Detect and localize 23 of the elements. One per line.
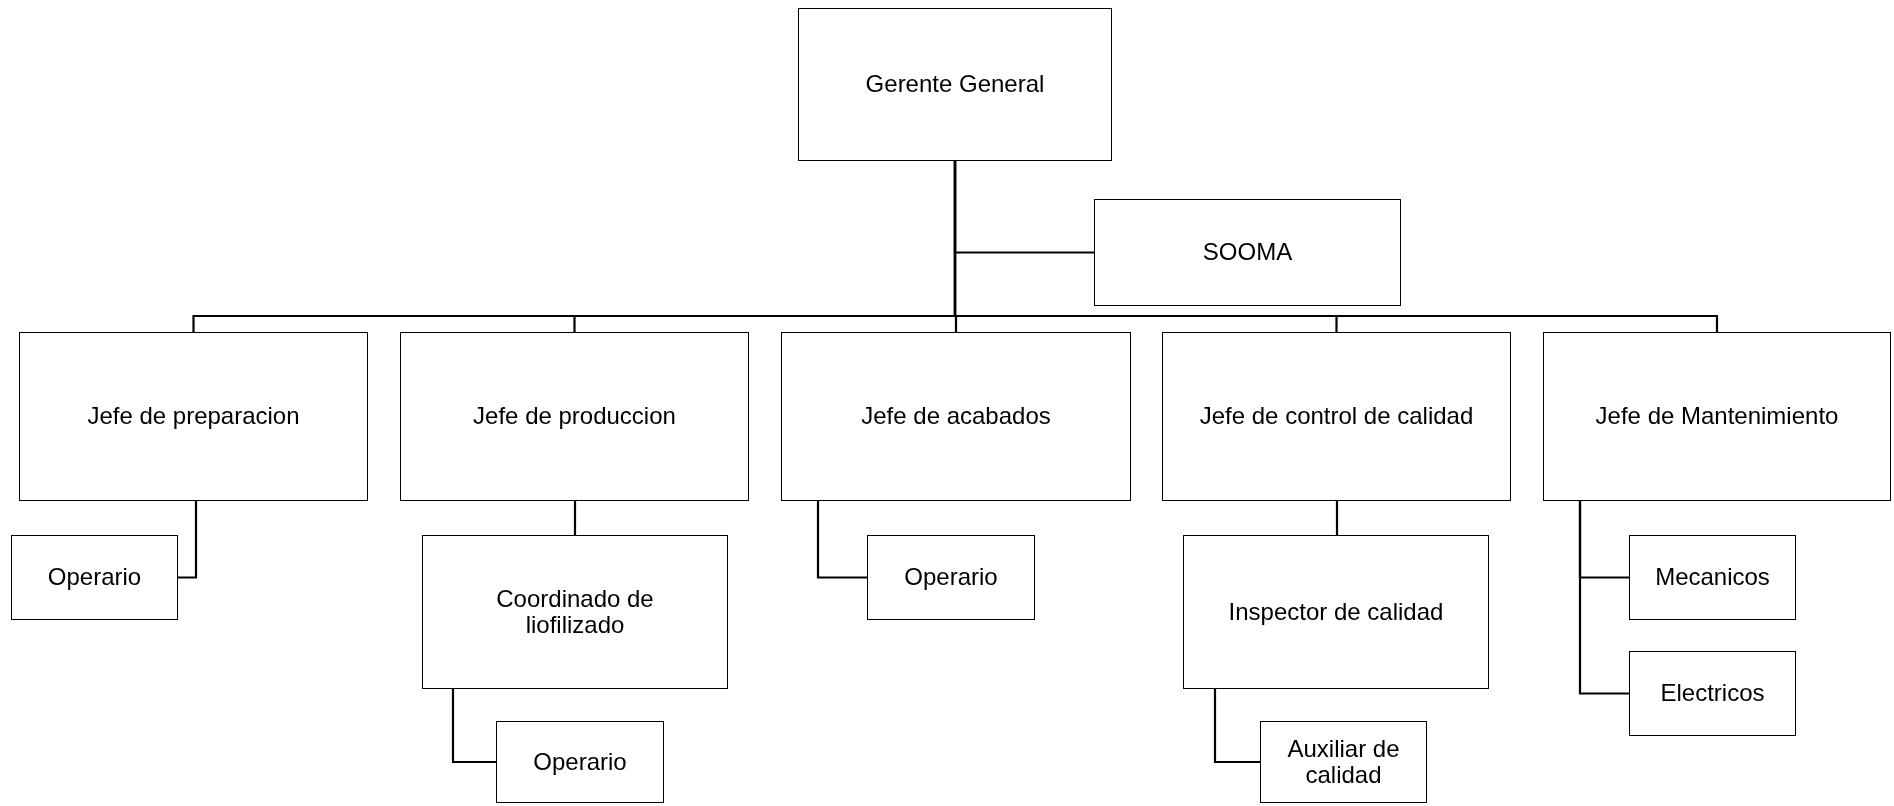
position-box: Operario	[867, 535, 1035, 620]
position-box: Gerente General	[798, 8, 1112, 161]
position-box: Electricos	[1629, 651, 1796, 736]
position-box: Auxiliar de calidad	[1260, 721, 1427, 803]
position-box: Jefe de preparacion	[19, 332, 368, 501]
position-box: Operario	[11, 535, 178, 620]
connector-line	[1578, 501, 1629, 695]
connector-line	[1213, 689, 1260, 764]
position-box: Jefe de Mantenimiento	[1543, 332, 1891, 501]
connector-line	[573, 501, 577, 535]
position-box: Mecanicos	[1629, 535, 1796, 620]
position-box: SOOMA	[1094, 199, 1401, 306]
connector-line	[451, 689, 496, 764]
connector-line	[178, 501, 198, 579]
position-box: Coordinado de liofilizado	[422, 535, 728, 689]
position-box: Inspector de calidad	[1183, 535, 1489, 689]
connector-line	[953, 161, 1719, 332]
position-box: Operario	[496, 721, 664, 803]
position-box: Jefe de control de calidad	[1162, 332, 1511, 501]
connector-line	[1335, 501, 1339, 535]
position-box: Jefe de produccion	[400, 332, 749, 501]
connector-line	[816, 501, 867, 579]
position-box: Jefe de acabados	[781, 332, 1131, 501]
